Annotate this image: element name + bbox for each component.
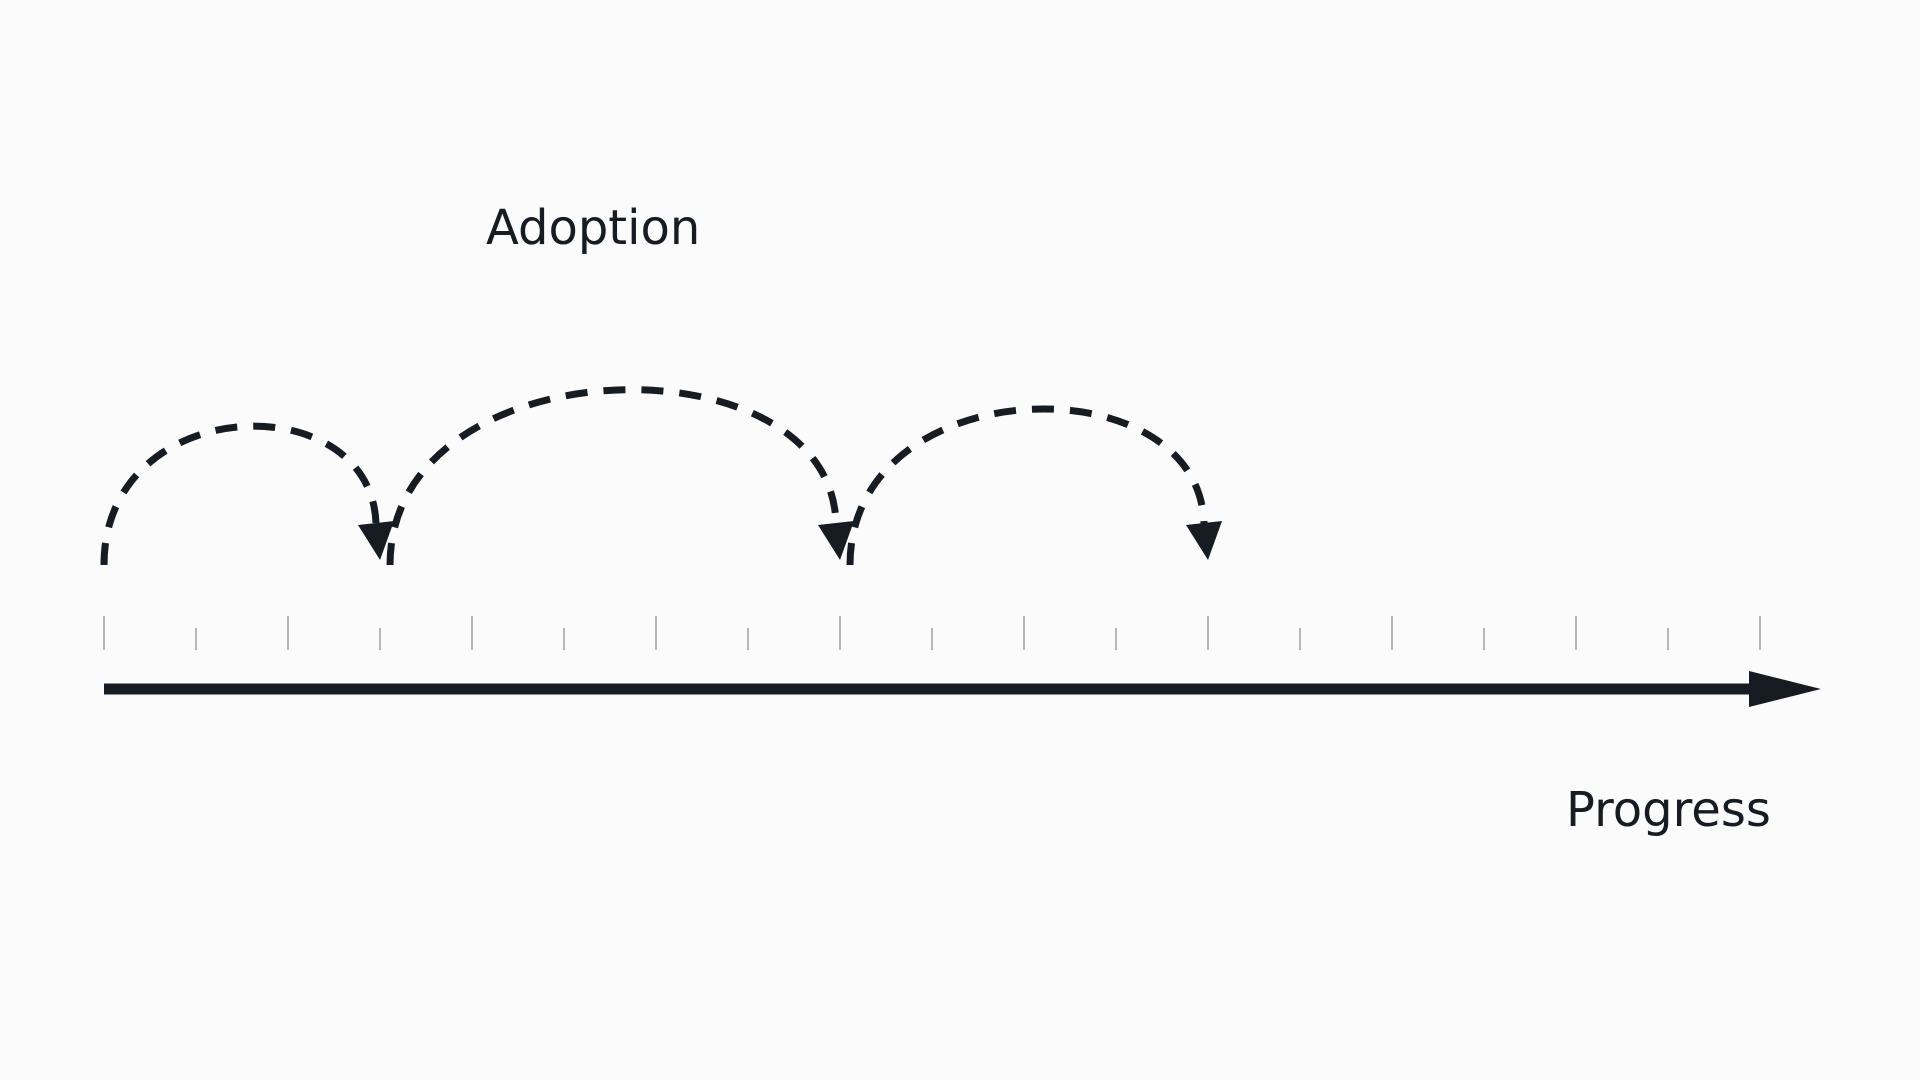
jump-arc [100,422,380,566]
axis-arrowhead [1749,671,1821,707]
jump-arrowhead [358,521,394,560]
progress-axis [104,671,1821,707]
jump-arc [846,405,1208,566]
adoption-jumps [100,386,1222,566]
adoption-label: Adoption [486,200,701,256]
axis-ticks [103,616,1761,650]
progress-axis-label: Progress [1566,782,1771,838]
jump-arrowhead [818,521,854,560]
jump-arrowhead [1186,521,1222,560]
jump-arc [386,386,840,566]
